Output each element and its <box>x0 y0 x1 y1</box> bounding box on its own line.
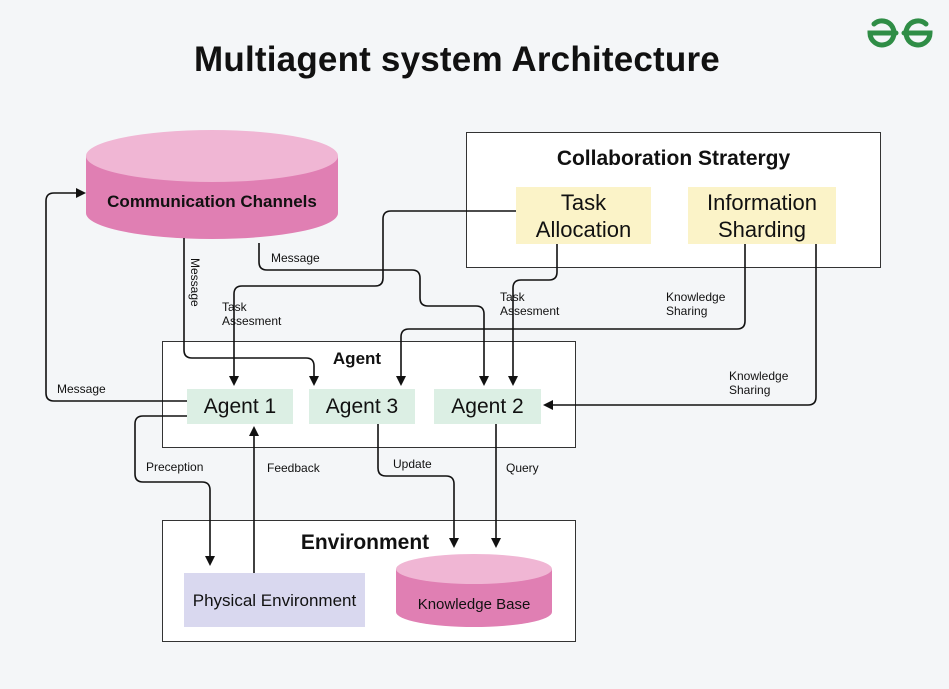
information-sharding-label: Information Sharding <box>706 189 818 242</box>
communication-channels-node <box>86 130 338 239</box>
physical-environment-label: Physical Environment <box>192 590 357 610</box>
edge-label-task-assessment-2: Task Assesment <box>500 290 560 318</box>
agent-1-label: Agent 1 <box>203 394 277 418</box>
knowledge-base-node <box>396 554 552 627</box>
information-sharding-node: Information Sharding <box>688 187 836 244</box>
task-allocation-label: Task Allocation <box>535 189 632 242</box>
edge-message-left <box>45 188 187 402</box>
agent-2-node: Agent 2 <box>434 389 541 424</box>
agent-group-title: Agent <box>332 349 382 368</box>
edge-label-knowledge-sharing-2: Knowledge Sharing <box>729 369 789 397</box>
edge-label-message-vertical: Message <box>188 258 202 307</box>
edge-label-knowledge-sharing-1: Knowledge Sharing <box>666 290 726 318</box>
edge-label-message-left: Message <box>57 382 106 396</box>
edge-label-task-assessment-1: Task Assesment <box>222 300 282 328</box>
edge-knowledge-sharing-2 <box>543 244 817 410</box>
collaboration-strategy-title: Collaboration Stratergy <box>556 147 791 170</box>
environment-title: Environment <box>300 531 430 554</box>
edge-task-assessment-1 <box>229 210 516 386</box>
task-allocation-node: Task Allocation <box>516 187 651 244</box>
communication-channels-label: Communication Channels <box>107 192 317 211</box>
edge-label-feedback: Feedback <box>267 461 320 475</box>
agent-3-node: Agent 3 <box>309 389 415 424</box>
edge-message-vertical <box>183 238 319 386</box>
edge-label-query: Query <box>506 461 539 475</box>
edge-perception <box>134 415 215 566</box>
knowledge-base-label: Knowledge Base <box>417 596 531 613</box>
edge-update <box>377 424 459 548</box>
agent-2-label: Agent 2 <box>451 394 524 418</box>
edge-knowledge-sharing-1 <box>396 244 746 386</box>
geeksforgeeks-logo-icon <box>867 18 933 48</box>
physical-environment-node: Physical Environment <box>184 573 365 627</box>
edge-message-top <box>258 243 489 386</box>
edge-label-update: Update <box>393 457 432 471</box>
edge-label-message-top: Message <box>271 251 320 265</box>
page-title: Multiagent system Architecture <box>194 40 720 79</box>
edge-task-assessment-2 <box>508 244 558 386</box>
agent-1-node: Agent 1 <box>187 389 293 424</box>
agent-3-label: Agent 3 <box>325 394 399 418</box>
edge-label-perception: Preception <box>146 460 204 474</box>
